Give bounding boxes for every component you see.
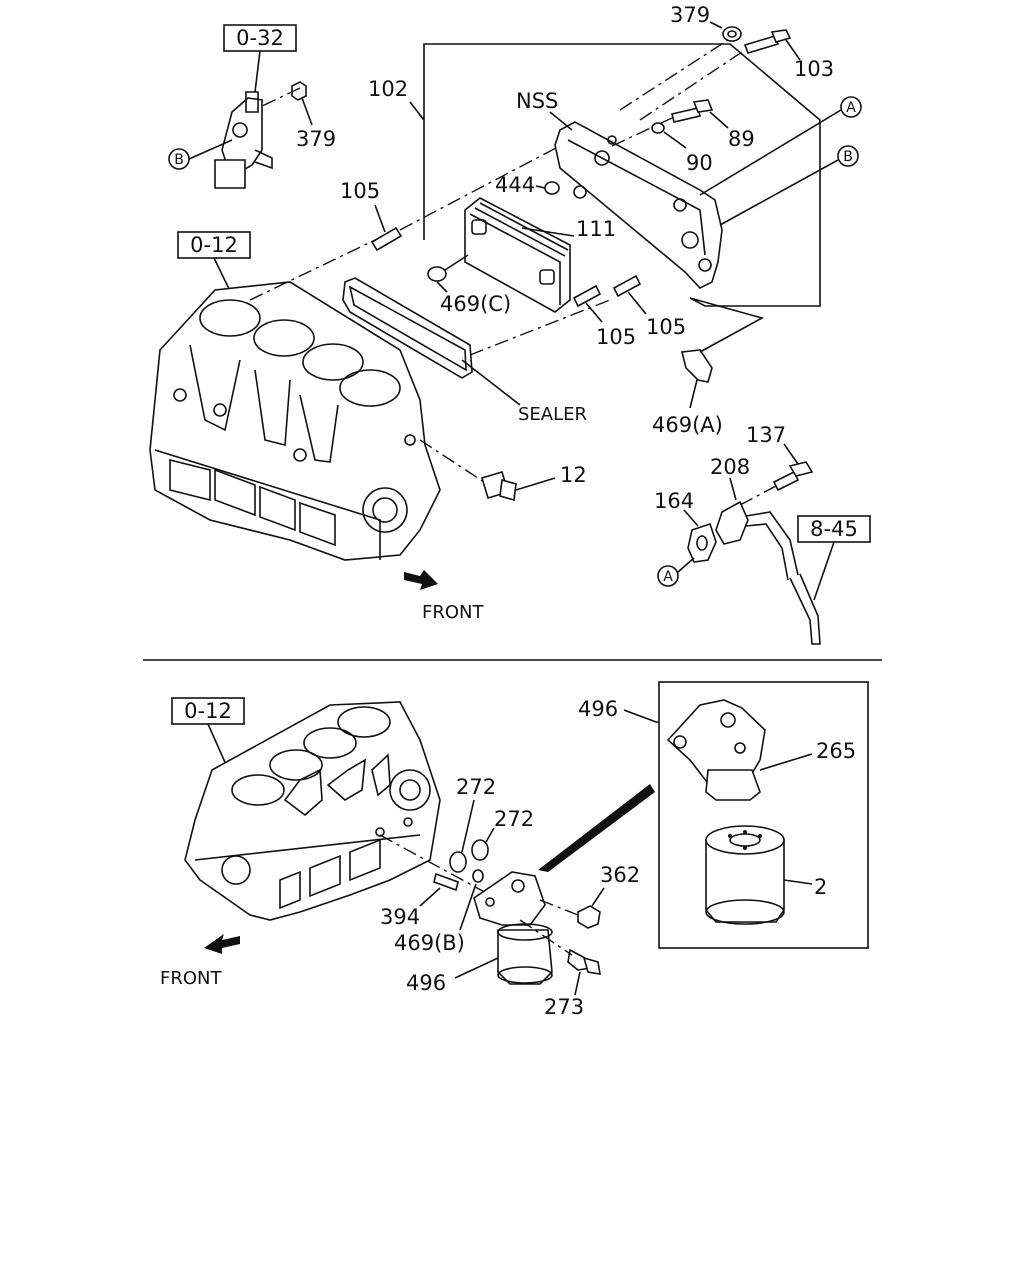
oil-pressure-switch-12	[481, 471, 517, 502]
label-front-top: FRONT	[422, 602, 484, 623]
oil-pipe-8-45	[789, 573, 821, 645]
oil-filter-assembly-496	[473, 871, 553, 985]
label-379-left: 379	[296, 127, 336, 151]
ref-box-0-32[interactable]: 0-32	[223, 24, 297, 52]
bolt-89	[671, 99, 714, 123]
label-362: 362	[600, 863, 640, 887]
label-265: 265	[816, 739, 856, 763]
label-103: 103	[794, 57, 834, 81]
stud-394	[433, 872, 459, 892]
engine-block-bottom	[184, 701, 441, 921]
label-394: 394	[380, 905, 420, 929]
label-front-bottom: FRONT	[160, 968, 222, 989]
label-105-right: 105	[646, 315, 686, 339]
label-379-top: 379	[670, 3, 710, 27]
ref-box-8-45[interactable]: 8-45	[797, 515, 871, 543]
nut-362	[577, 905, 601, 929]
label-nss: NSS	[516, 89, 558, 113]
label-469b: 469(B)	[394, 931, 465, 955]
ref-box-0-12-bottom-label: 0-12	[184, 699, 232, 723]
label-137: 137	[746, 423, 786, 447]
ref-circle-a-bottom-label: A	[663, 569, 673, 585]
label-469a: 469(A)	[652, 413, 723, 437]
label-164: 164	[654, 489, 694, 513]
bolt-103	[743, 29, 792, 54]
o-ring-469c	[427, 266, 447, 282]
label-111: 111	[576, 217, 616, 241]
washer-379-top	[722, 26, 742, 42]
label-90: 90	[686, 151, 713, 175]
ref-box-0-32-label: 0-32	[236, 26, 284, 50]
bolt-273	[567, 948, 601, 975]
nut-379-left	[291, 81, 307, 101]
label-469c: 469(C)	[440, 292, 511, 316]
gasket-164	[687, 522, 717, 563]
inset-pointer	[538, 784, 655, 872]
oil-cooler-element-111	[464, 197, 571, 313]
filter-cartridge-2	[705, 825, 785, 925]
front-arrow-bottom	[204, 934, 240, 954]
label-105-mid: 105	[596, 325, 636, 349]
ref-box-8-45-label: 8-45	[810, 517, 858, 541]
sealer-gasket	[342, 277, 473, 379]
label-273: 273	[544, 995, 584, 1019]
ref-circle-b-top[interactable]: B	[837, 145, 859, 167]
o-ring-272-b	[471, 839, 489, 861]
pipe-flange-208	[715, 500, 799, 581]
ref-circle-b-left-label: B	[174, 152, 184, 168]
label-208: 208	[710, 455, 750, 479]
ref-circle-b-left[interactable]: B	[168, 148, 190, 170]
oil-cooler-cover	[554, 121, 723, 289]
label-496-bottom: 496	[406, 971, 446, 995]
label-2: 2	[814, 875, 827, 899]
label-272-b: 272	[494, 807, 534, 831]
ref-box-0-12-top[interactable]: 0-12	[177, 231, 251, 259]
stud-105-right	[612, 274, 642, 298]
water-outlet-part	[214, 91, 273, 189]
o-ring-444	[544, 181, 560, 195]
stud-105-mid	[572, 284, 602, 308]
washer-90	[651, 122, 665, 134]
stud-105-left	[370, 226, 403, 252]
o-ring-469a	[681, 349, 713, 383]
bolt-137	[772, 461, 814, 492]
ref-circle-a-top[interactable]: A	[840, 96, 862, 118]
label-272-a: 272	[456, 775, 496, 799]
label-102: 102	[368, 77, 408, 101]
label-89: 89	[728, 127, 755, 151]
ref-circle-b-top-label: B	[843, 149, 853, 165]
label-444: 444	[495, 173, 535, 197]
o-ring-272-a	[449, 851, 467, 873]
label-sealer: SEALER	[518, 404, 587, 425]
o-ring-469b	[472, 869, 484, 883]
front-arrow-top	[404, 570, 438, 590]
ref-box-0-12-top-label: 0-12	[190, 233, 238, 257]
ref-circle-a-top-label: A	[846, 100, 856, 116]
engine-block-top	[149, 281, 441, 561]
label-105-left: 105	[340, 179, 380, 203]
ref-box-0-12-bottom[interactable]: 0-12	[171, 697, 245, 725]
inset-frame	[658, 681, 869, 949]
label-496-inset: 496	[578, 697, 618, 721]
filter-head-265	[666, 699, 766, 801]
ref-circle-a-bottom[interactable]: A	[657, 565, 679, 587]
label-12: 12	[560, 463, 587, 487]
